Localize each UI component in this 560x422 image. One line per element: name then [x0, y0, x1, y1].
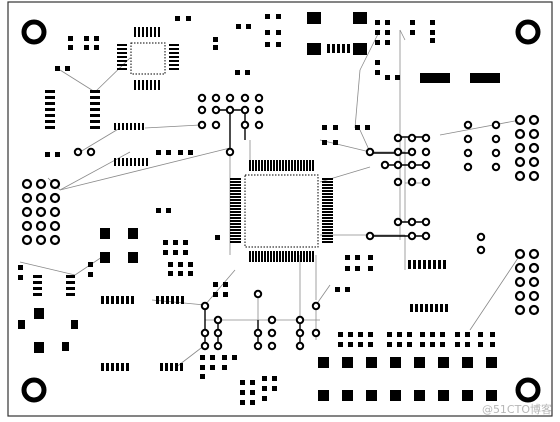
qfp-small-outline	[130, 42, 166, 75]
mcu-qfp-large	[230, 160, 333, 262]
pin-strips	[33, 44, 448, 371]
mounting-holes	[21, 19, 541, 403]
mounting-hole-top-left	[21, 19, 47, 45]
mounting-hole-bottom-left	[21, 377, 47, 403]
watermark: @51CTO博客	[481, 403, 552, 416]
through-hole-pads	[73, 93, 501, 351]
smd-pads	[18, 14, 495, 405]
qfp-large-outline	[244, 174, 319, 248]
mcu-qfp-small	[117, 27, 179, 90]
board-outline	[7, 1, 553, 417]
mounting-hole-top-right	[515, 19, 541, 45]
header-connectors	[21, 114, 540, 316]
mounting-hole-bottom-right	[515, 377, 541, 403]
